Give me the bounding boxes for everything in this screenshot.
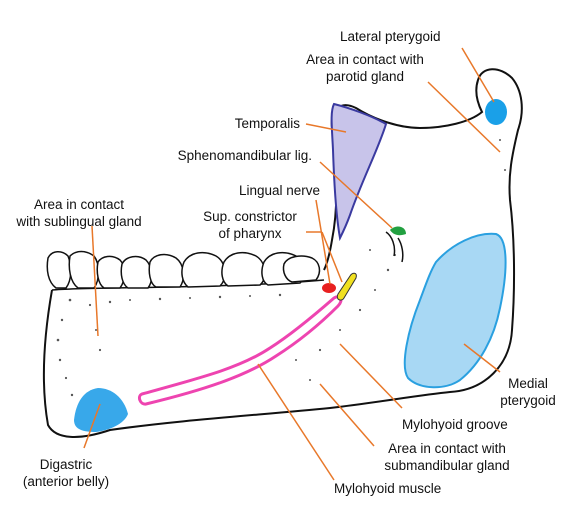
sup-constrictor-mark bbox=[336, 272, 357, 301]
leader-lines bbox=[83, 47, 501, 481]
digastric-area bbox=[74, 388, 128, 432]
label-mylohyoid-groove: Mylohyoid groove bbox=[402, 417, 508, 432]
label-submandibular: Area in contact with submandibular gland bbox=[372, 440, 522, 474]
lateral-pterygoid-area bbox=[485, 99, 507, 125]
label-sup-constrictor: Sup. constrictor of pharynx bbox=[190, 208, 310, 242]
label-lingual-nerve: Lingual nerve bbox=[238, 183, 320, 198]
label-parotid-line2: parotid gland bbox=[325, 69, 405, 84]
tooth bbox=[96, 255, 126, 289]
lingula bbox=[385, 231, 396, 257]
leader-parotid bbox=[427, 81, 501, 153]
mandible-outline bbox=[42, 68, 523, 438]
label-sup-constrictor-line1: Sup. constrictor bbox=[203, 209, 297, 224]
label-submandibular-line2: submandibular gland bbox=[384, 458, 510, 473]
leader-temporalis bbox=[305, 123, 347, 133]
label-sublingual-line1: Area in contact bbox=[33, 197, 125, 212]
label-digastric-line1: Digastric bbox=[39, 457, 93, 472]
leader-submandibular bbox=[319, 383, 375, 447]
leader-lingual-nerve bbox=[315, 199, 331, 285]
label-sublingual: Area in contact with sublingual gland bbox=[4, 196, 154, 230]
label-parotid: Area in contact with parotid gland bbox=[290, 51, 440, 85]
sphenomandibular-mark bbox=[390, 226, 406, 236]
label-parotid-line1: Area in contact with bbox=[306, 52, 424, 67]
label-medial-pterygoid-line2: pterygoid bbox=[500, 393, 556, 408]
label-submandibular-line1: Area in contact with bbox=[388, 441, 506, 456]
teeth-row bbox=[46, 250, 321, 289]
leader-digastric bbox=[83, 403, 101, 449]
label-digastric: Digastric (anterior belly) bbox=[4, 456, 128, 490]
label-mylohyoid-muscle: Mylohyoid muscle bbox=[334, 481, 442, 496]
tooth bbox=[148, 253, 185, 288]
mandibular-foramen bbox=[397, 237, 404, 263]
tooth bbox=[181, 251, 226, 288]
lingual-nerve-mark bbox=[322, 283, 336, 293]
leader-sup-constrictor-2 bbox=[321, 231, 343, 283]
label-lateral-pterygoid: Lateral pterygoid bbox=[340, 29, 441, 44]
leader-mylohyoid-muscle bbox=[257, 363, 335, 481]
label-sphenomandibular: Sphenomandibular lig. bbox=[177, 148, 312, 163]
label-digastric-line2: (anterior belly) bbox=[22, 474, 110, 489]
label-temporalis: Temporalis bbox=[234, 116, 300, 131]
tooth bbox=[46, 251, 72, 289]
tooth bbox=[282, 255, 321, 283]
leader-sphenomandibular bbox=[319, 161, 393, 229]
tooth bbox=[120, 255, 153, 289]
leader-lateral-pterygoid bbox=[461, 47, 495, 103]
label-medial-pterygoid: Medial pterygoid bbox=[488, 375, 568, 409]
temporalis-area bbox=[330, 102, 388, 242]
leader-sublingual bbox=[91, 225, 99, 337]
tooth bbox=[221, 251, 266, 287]
label-medial-pterygoid-line1: Medial bbox=[508, 376, 548, 391]
label-sublingual-line2: with sublingual gland bbox=[16, 214, 142, 229]
label-sup-constrictor-line2: of pharynx bbox=[218, 226, 282, 241]
leader-medial-pterygoid bbox=[463, 343, 501, 373]
leader-mylohyoid-groove bbox=[339, 343, 403, 409]
bone-stipple bbox=[56, 139, 506, 397]
medial-pterygoid-area bbox=[403, 232, 507, 389]
mylohyoid-line bbox=[137, 295, 343, 406]
